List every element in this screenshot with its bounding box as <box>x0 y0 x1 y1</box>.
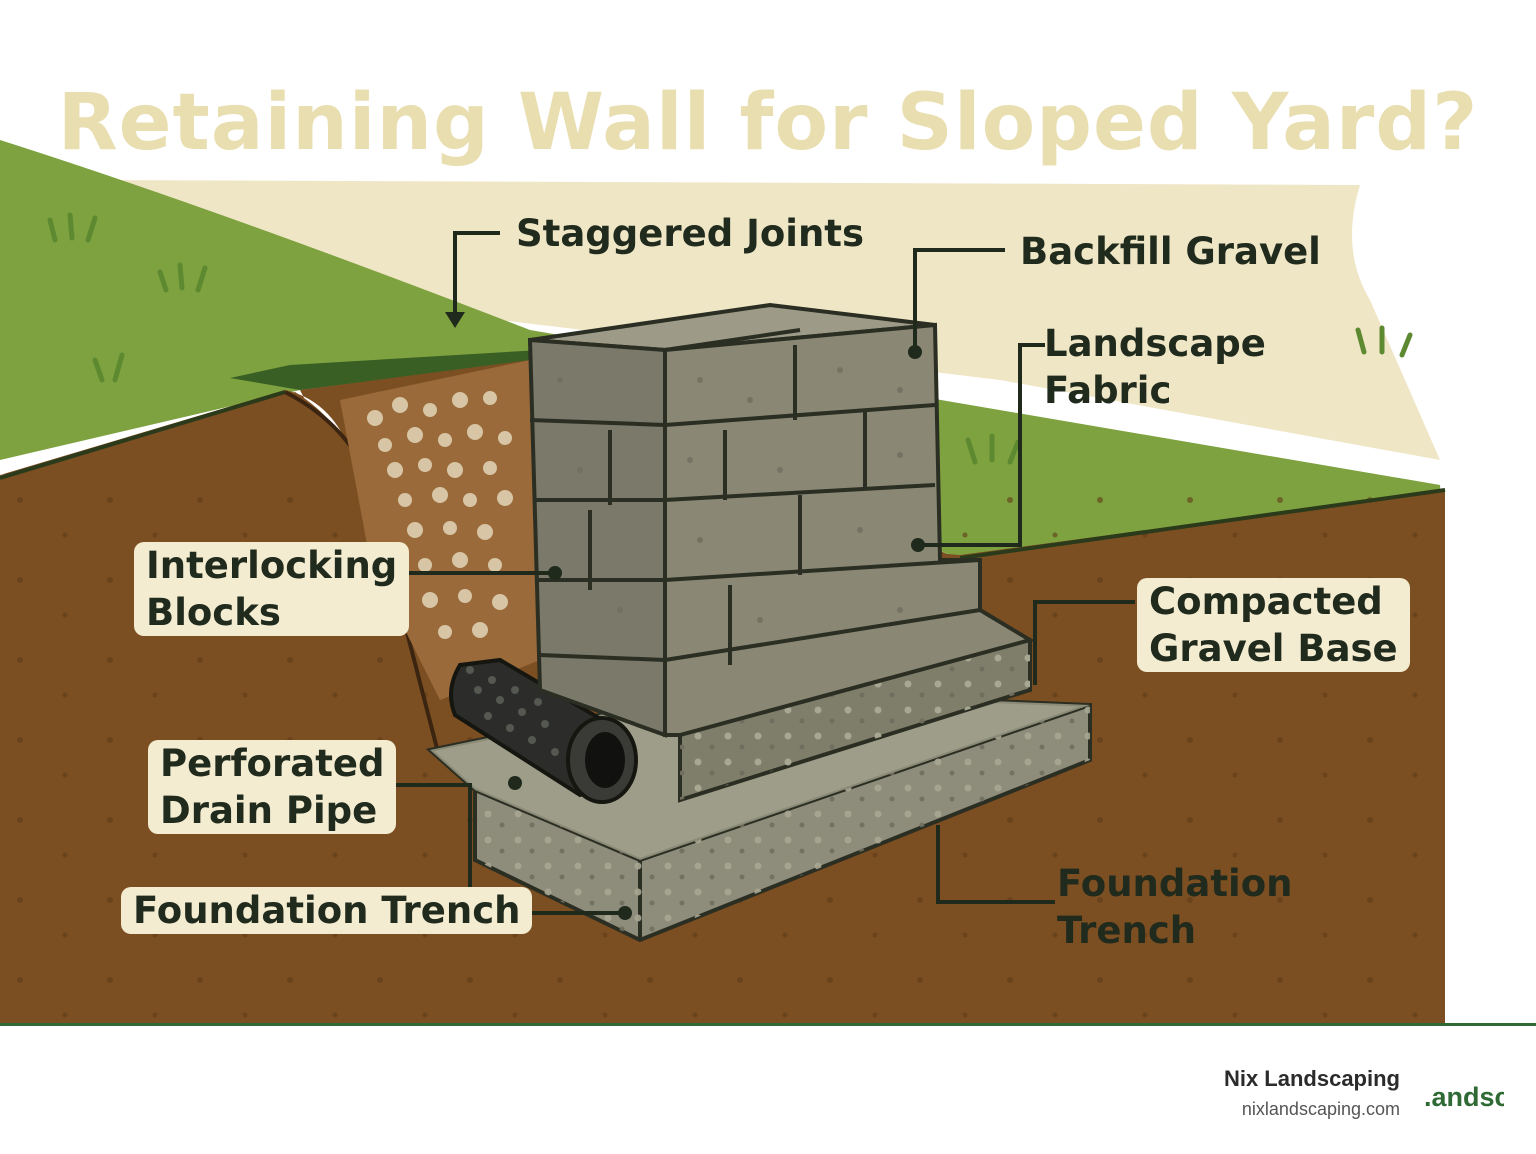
grass-slope <box>0 140 1445 560</box>
label-foundation-trench-right: Foundation Trench <box>1057 862 1293 952</box>
label-landscape-fabric: Landscape Fabric <box>1044 322 1266 412</box>
brand-name: Nix Landscaping <box>1223 1066 1400 1091</box>
page-title: Retaining Wall for Sloped Yard? <box>57 78 1479 168</box>
label-compacted-gravel-base: Compacted Gravel Base <box>1137 578 1410 672</box>
label-perforated-drain-pipe: Perforated Drain Pipe <box>148 740 397 834</box>
label-backfill-gravel: Backfill Gravel <box>1020 230 1321 273</box>
label-staggered-joints: Staggered Joints <box>516 212 864 255</box>
label-foundation-trench-left: Foundation Trench <box>121 887 533 934</box>
brand-logo: .andsc <box>1424 1082 1504 1112</box>
drain-pipe-graphic <box>449 657 638 804</box>
brand-url[interactable]: nixlandscaping.com <box>1241 1099 1400 1119</box>
label-interlocking-blocks: Interlocking Blocks <box>134 542 410 636</box>
footer-brand: Nix Landscaping nixlandscaping.com <box>1224 1064 1400 1124</box>
footer-divider <box>0 1023 1536 1026</box>
